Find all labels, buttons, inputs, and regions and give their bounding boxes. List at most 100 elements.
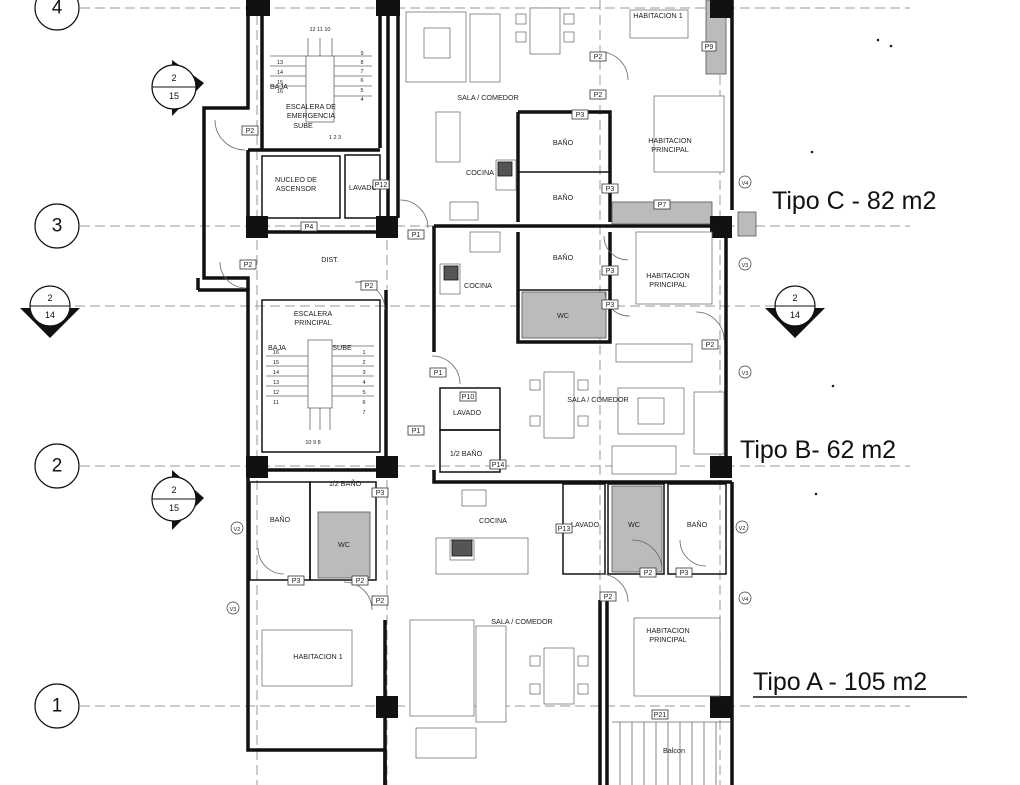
svg-text:16: 16 [273, 350, 279, 356]
room-wc-a-right: WC [628, 520, 640, 529]
unit-type-labels: Tipo C - 82 m2 Tipo B- 62 m2 Tipo A - 10… [740, 187, 967, 698]
svg-text:4: 4 [360, 97, 363, 103]
svg-text:4: 4 [362, 380, 365, 386]
room-sala-comedor-b: SALA / COMEDOR [567, 395, 629, 404]
svg-text:2: 2 [47, 293, 52, 303]
svg-text:V3: V3 [230, 607, 237, 613]
svg-text:BAJA: BAJA [268, 343, 286, 352]
svg-text:SUBE: SUBE [332, 343, 352, 352]
columns [246, 0, 732, 718]
svg-text:7: 7 [360, 69, 363, 75]
room-balcon: Balcon [663, 746, 685, 755]
svg-text:P1: P1 [412, 428, 421, 435]
svg-text:V4: V4 [742, 181, 749, 187]
unit-label-tipo-c: Tipo C - 82 m2 [772, 187, 936, 215]
svg-text:15: 15 [169, 91, 179, 101]
svg-text:PRINCIPAL: PRINCIPAL [649, 280, 686, 289]
room-bano-c2: BAÑO [553, 193, 574, 202]
door-swings [214, 51, 725, 611]
svg-text:P4: P4 [305, 224, 314, 231]
svg-text:2: 2 [362, 360, 365, 366]
room-labels: HABITACION 1 SALA / COMEDOR BAÑO BAÑO HA… [268, 11, 708, 755]
hatched-walls [317, 0, 757, 579]
svg-text:13: 13 [273, 380, 279, 386]
room-bano-b: BAÑO [553, 253, 574, 262]
svg-text:P12: P12 [375, 182, 388, 189]
svg-text:10 9 8: 10 9 8 [305, 440, 320, 446]
room-cocina-c: COCINA [466, 168, 494, 177]
room-habitacion-1-a: HABITACION 1 [293, 652, 342, 661]
svg-text:P3: P3 [576, 112, 585, 119]
svg-text:P1: P1 [412, 232, 421, 239]
svg-text:6: 6 [362, 400, 365, 406]
emergency-stair-steps: 12 11 10 9 8 7 6 5 4 13 14 15 16 1 2 3 [270, 27, 372, 141]
svg-text:13: 13 [277, 60, 283, 66]
svg-text:5: 5 [362, 390, 365, 396]
unit-label-tipo-b: Tipo B- 62 m2 [740, 436, 896, 464]
svg-text:2: 2 [171, 73, 176, 83]
room-medio-bano-a: 1/2 BAÑO [329, 479, 362, 488]
svg-text:1: 1 [362, 350, 365, 356]
svg-text:P3: P3 [376, 490, 385, 497]
specks [810, 38, 893, 496]
room-bano-a-left: BAÑO [270, 515, 291, 524]
section-mark-top-left: 2 15 [151, 60, 204, 116]
room-cocina-b: COCINA [464, 281, 492, 290]
svg-text:2: 2 [171, 485, 176, 495]
svg-text:P2: P2 [604, 594, 613, 601]
room-sala-comedor-a: SALA / COMEDOR [491, 617, 553, 626]
unit-label-tipo-a: Tipo A - 105 m2 [753, 668, 927, 696]
room-habitacion-principal-c: HABITACION [648, 136, 691, 145]
svg-text:ASCENSOR: ASCENSOR [276, 184, 316, 193]
svg-text:15: 15 [169, 503, 179, 513]
svg-text:PRINCIPAL: PRINCIPAL [651, 145, 688, 154]
svg-text:11: 11 [273, 400, 279, 406]
svg-text:16: 16 [277, 89, 283, 95]
section-mark-bottom-left: 2 15 [151, 470, 204, 530]
svg-text:9: 9 [360, 51, 363, 57]
room-wc-b: WC [557, 311, 569, 320]
svg-text:P2: P2 [365, 283, 374, 290]
room-escalera-emergencia: ESCALERA DE [286, 102, 336, 111]
svg-text:V3: V3 [742, 263, 749, 269]
svg-text:12 11 10: 12 11 10 [309, 27, 330, 33]
svg-text:P3: P3 [606, 186, 615, 193]
svg-text:14: 14 [790, 310, 800, 320]
svg-text:P21: P21 [654, 712, 667, 719]
svg-text:14: 14 [277, 70, 283, 76]
svg-text:2: 2 [792, 293, 797, 303]
svg-text:P3: P3 [680, 570, 689, 577]
room-bano-a-right: BAÑO [687, 520, 708, 529]
room-lavado-c: LAVADO [349, 183, 378, 192]
room-wc-a-left: WC [338, 540, 350, 549]
room-nucleo-ascensor: NUCLEO DE [275, 175, 317, 184]
svg-text:15: 15 [273, 360, 279, 366]
svg-text:P10: P10 [462, 394, 475, 401]
svg-text:P2: P2 [706, 342, 715, 349]
svg-text:15: 15 [277, 80, 283, 86]
svg-text:1: 1 [52, 696, 63, 717]
svg-text:P1: P1 [434, 370, 443, 377]
section-mark-mid-right: 2 14 [765, 285, 825, 338]
room-habitacion-1-top: HABITACION 1 [633, 11, 682, 20]
svg-text:P2: P2 [376, 598, 385, 605]
svg-text:12: 12 [273, 390, 279, 396]
svg-text:4: 4 [52, 0, 63, 19]
svg-text:P2: P2 [246, 128, 255, 135]
svg-text:V4: V4 [742, 597, 749, 603]
room-habitacion-principal-b: HABITACION [646, 271, 689, 280]
svg-text:SUBE: SUBE [293, 121, 313, 130]
furniture [261, 7, 730, 785]
svg-text:P14: P14 [492, 462, 505, 469]
svg-text:2: 2 [52, 456, 63, 477]
svg-text:P2: P2 [594, 92, 603, 99]
grid-axis-4: 4 [34, 0, 80, 31]
svg-text:1 2 3: 1 2 3 [329, 135, 341, 141]
svg-text:14: 14 [273, 370, 279, 376]
grid-axis-3: 3 [34, 203, 80, 249]
svg-text:V2: V2 [234, 527, 241, 533]
svg-text:V3: V3 [742, 371, 749, 377]
room-lavado-b: LAVADO [453, 408, 482, 417]
svg-text:P2: P2 [594, 54, 603, 61]
grid-axis-2: 2 [34, 443, 80, 489]
